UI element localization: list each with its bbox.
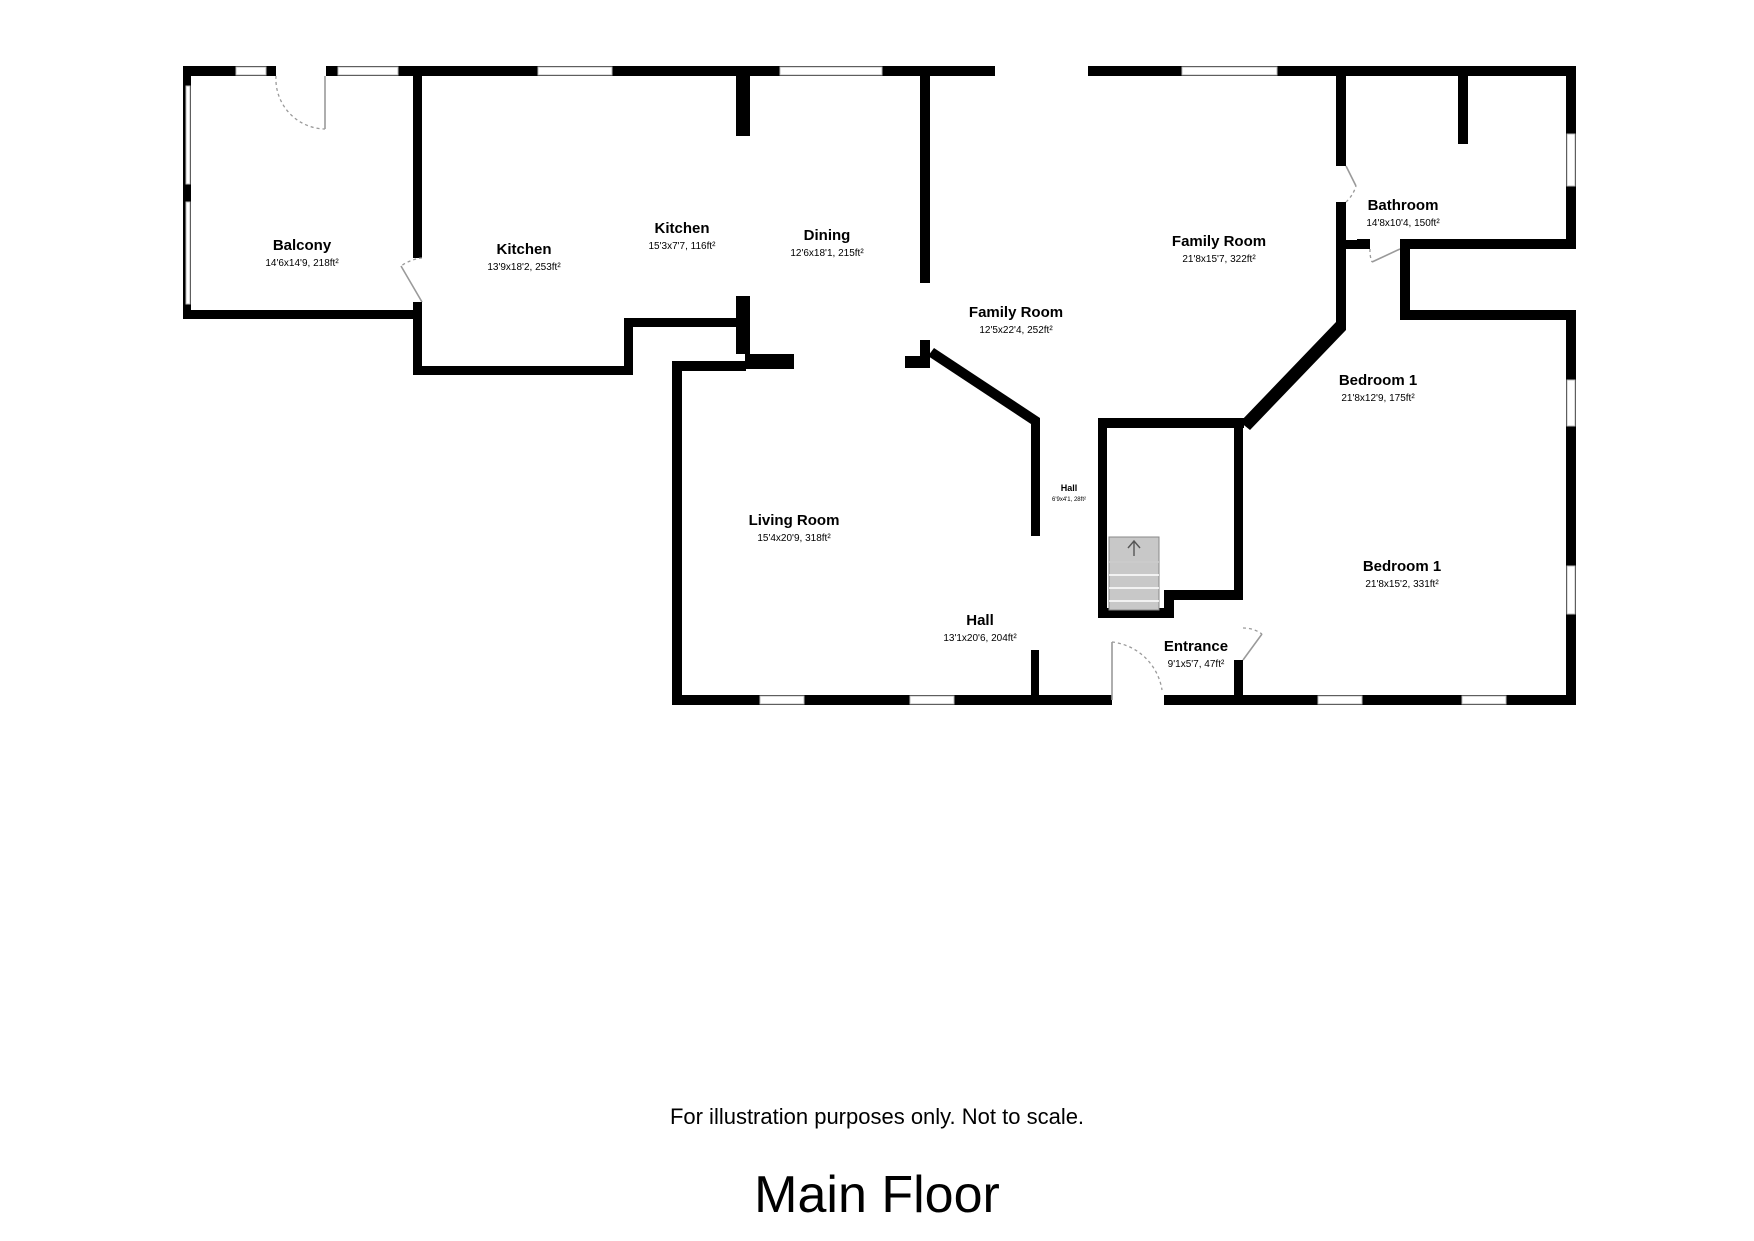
room-name: Living Room [749,512,840,529]
room-label-dining: Dining 12'6x18'1, 215ft² [790,227,864,259]
room-name: Balcony [273,237,332,254]
family-room-walls [1088,66,1576,430]
room-dims: 9'1x5'7, 47ft² [1168,659,1225,670]
room-dims: 21'8x15'2, 331ft² [1365,579,1439,590]
room-dims: 14'6x14'9, 218ft² [265,258,339,269]
room-name: Entrance [1164,638,1228,655]
room-name: Kitchen [654,220,709,237]
dining-window-north [779,66,883,76]
disclaimer-text: For illustration purposes only. Not to s… [669,1104,1085,1129]
room-dims: 21'8x15'7, 322ft² [1182,254,1256,265]
room-label-family-room-east: Family Room 21'8x15'7, 322ft² [1172,233,1266,265]
balcony-walls [183,64,413,319]
balcony-window-north-2 [337,66,399,76]
bathroom-window-east [1566,133,1576,187]
family-room-window-north [1181,66,1278,76]
balcony-window-north-1 [235,66,267,76]
room-name: Kitchen [496,241,551,258]
room-name: Hall [1061,483,1078,493]
bedroom-window-south-2 [1461,695,1507,705]
room-label-kitchen-main: Kitchen 13'9x18'2, 253ft² [487,241,561,273]
room-name: Family Room [969,304,1063,321]
room-name: Hall [966,612,994,629]
balcony-window-west-upper [185,85,191,185]
kitchen-dining-walls [400,66,995,375]
living-room-window-2 [909,695,955,705]
room-label-hall-small: Hall 6'9x4'1, 28ft² [1052,483,1086,503]
room-dims: 12'5x22'4, 252ft² [979,325,1053,336]
room-label-entrance: Entrance 9'1x5'7, 47ft² [1164,638,1228,670]
room-dims: 13'9x18'2, 253ft² [487,262,561,273]
room-dims: 12'6x18'1, 215ft² [790,248,864,259]
room-label-bathroom: Bathroom 14'8x10'4, 150ft² [1366,197,1440,229]
room-dims: 15'3x7'7, 116ft² [648,241,716,252]
room-name: Bedroom 1 [1363,558,1441,575]
hall-diagonal-wall [905,340,1040,536]
room-label-bedroom-north: Bedroom 1 21'8x12'9, 175ft² [1339,372,1417,404]
balcony-window-west-lower [185,201,191,305]
living-room-walls [672,361,1112,705]
kitchen-window-north [537,66,613,76]
room-dims: 15'4x20'9, 318ft² [757,533,831,544]
room-name: Dining [804,227,851,244]
room-dims: 13'1x20'6, 204ft² [943,633,1017,644]
entrance-door [1111,641,1174,705]
room-name: Bedroom 1 [1339,372,1417,389]
room-dims: 14'8x10'4, 150ft² [1366,218,1440,229]
floor-title: Main Floor [754,1166,1000,1224]
room-label-family-room-center: Family Room 12'5x22'4, 252ft² [969,304,1063,336]
bedroom-window-south-1 [1317,695,1363,705]
room-label-kitchen-annex: Kitchen 15'3x7'7, 116ft² [648,220,716,252]
bedroom-window-east-1 [1566,379,1576,427]
room-label-living-room: Living Room 15'4x20'9, 318ft² [749,512,840,544]
room-dims: 6'9x4'1, 28ft² [1052,497,1086,503]
room-dims: 21'8x12'9, 175ft² [1341,393,1415,404]
room-name: Family Room [1172,233,1266,250]
bedroom-walls [1164,248,1576,705]
room-label-bedroom-south: Bedroom 1 21'8x15'2, 331ft² [1363,558,1441,590]
stair-core-walls [1098,418,1244,618]
room-label-hall-main: Hall 13'1x20'6, 204ft² [943,612,1017,644]
room-label-balcony: Balcony 14'6x14'9, 218ft² [265,237,339,269]
living-room-window-1 [759,695,805,705]
room-name: Bathroom [1368,197,1439,214]
bedroom-window-east-2 [1566,565,1576,615]
staircase [1108,536,1160,611]
arrow-up-icon [1127,539,1141,556]
bathroom-walls [1345,66,1576,263]
